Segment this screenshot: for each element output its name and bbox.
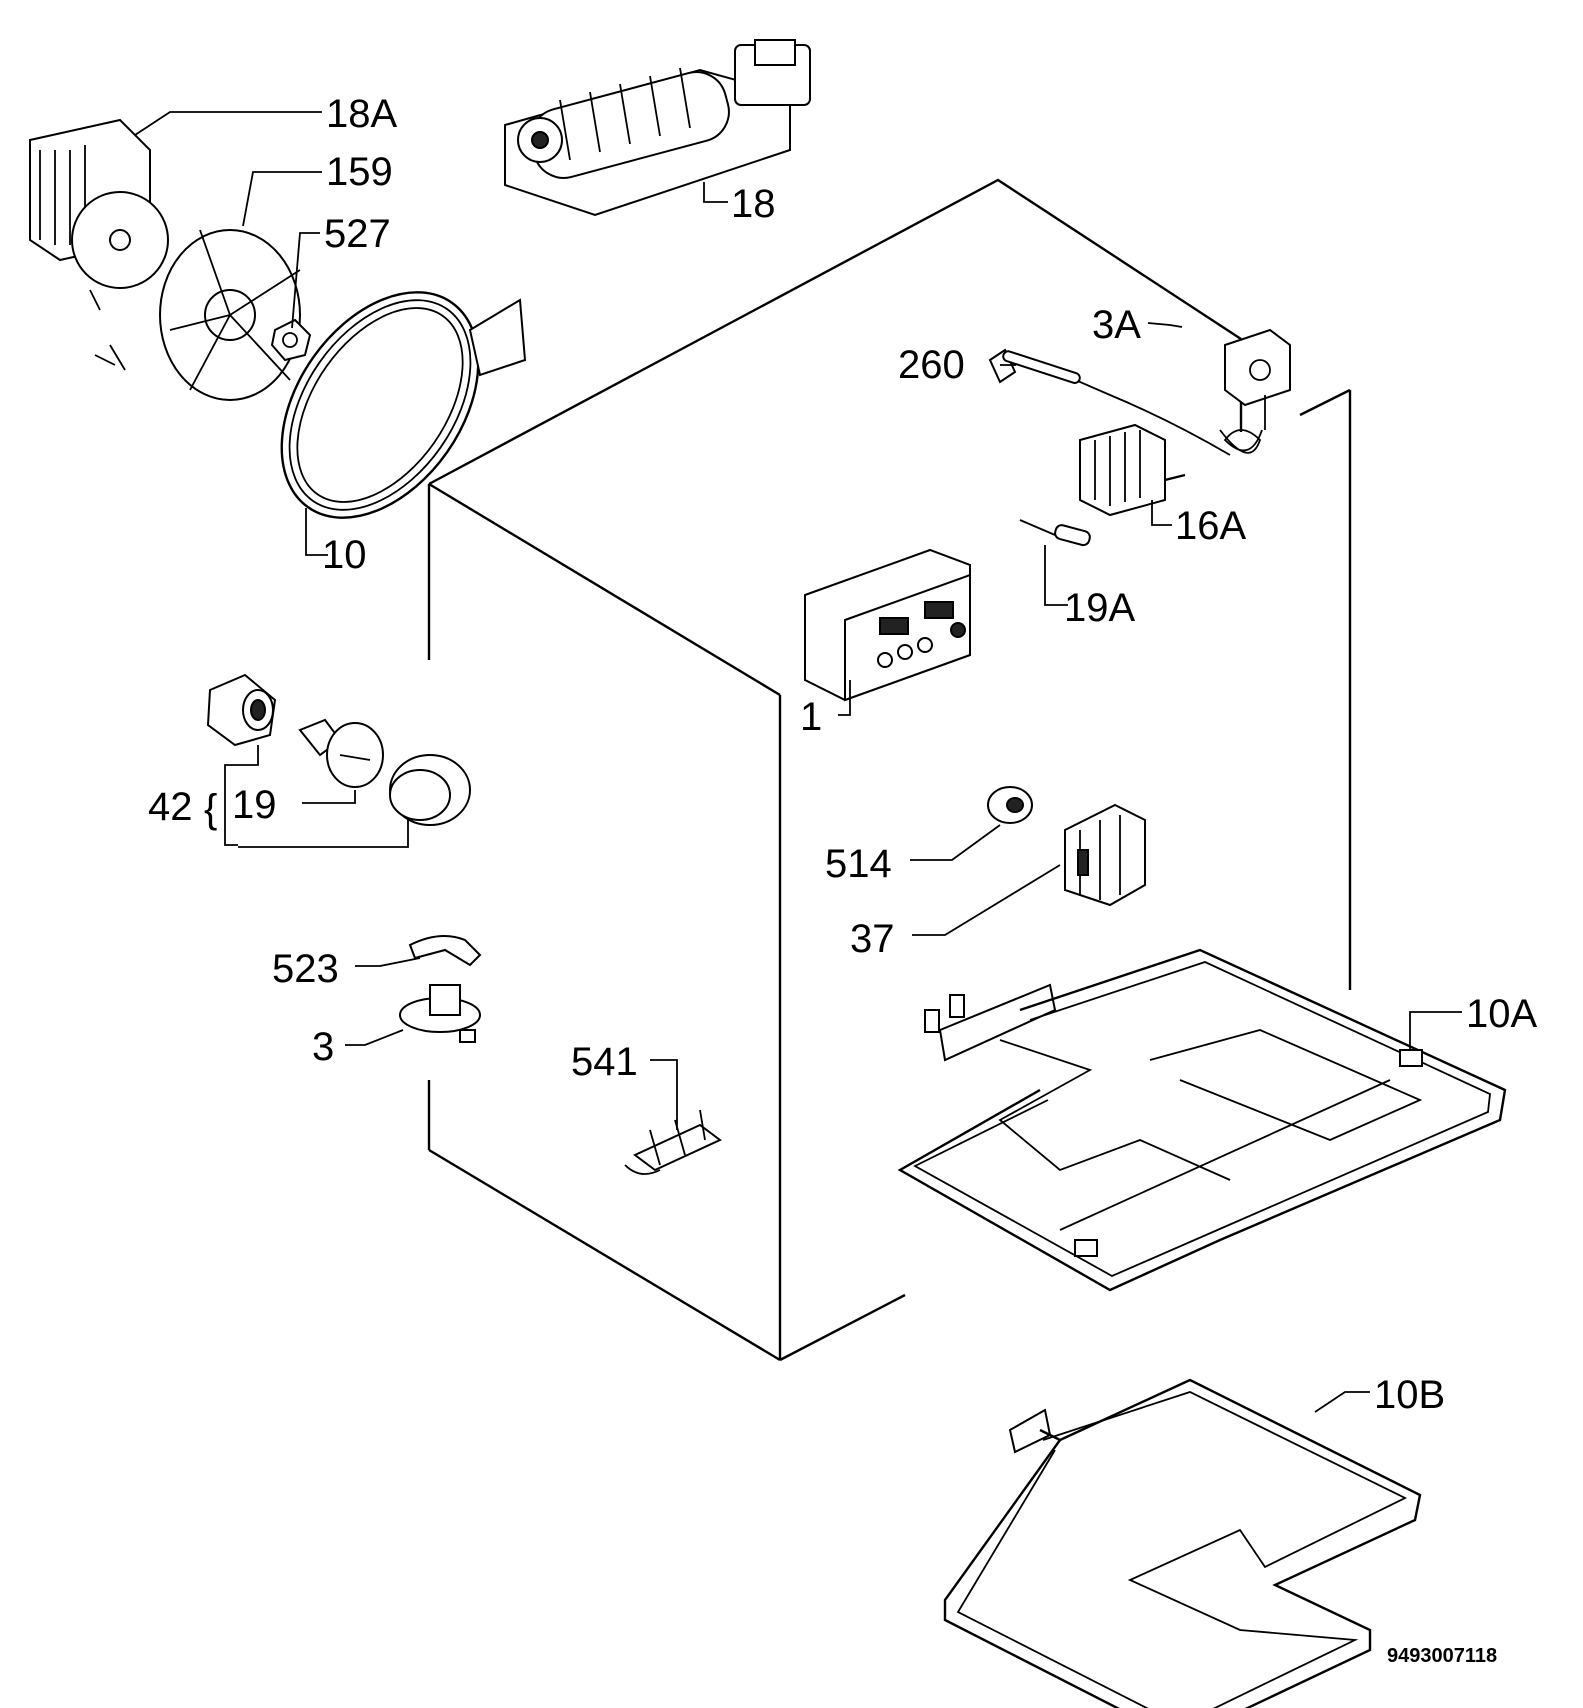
- callout-19A: 19A: [1064, 586, 1135, 630]
- callout-159: 159: [326, 150, 393, 194]
- circular-heating-element-part: [280, 291, 527, 519]
- grommet-part: [987, 786, 1033, 824]
- callout-16A: 16A: [1175, 504, 1246, 548]
- terminal-block-part: [1064, 803, 1146, 907]
- callout-labels: 18A 159 527 18 3A 260 16A 10 19A 1 42 { …: [148, 92, 1537, 1667]
- sensor-clip-part: [988, 348, 1081, 384]
- callout-260: 260: [898, 343, 965, 387]
- electronic-timer-part: [804, 548, 971, 702]
- drawing-reference-number: 9493007118: [1387, 1645, 1497, 1667]
- callout-10B: 10B: [1374, 1373, 1445, 1417]
- callout-37: 37: [850, 917, 895, 961]
- callout-1: 1: [800, 695, 822, 739]
- callout-3A: 3A: [1092, 303, 1141, 347]
- callout-523: 523: [272, 947, 339, 991]
- thermostat-part: [1017, 328, 1291, 456]
- nut-part: [270, 318, 312, 362]
- callout-18: 18: [731, 182, 776, 226]
- lamp-bulb-part: [298, 718, 384, 788]
- grill-element-part: [897, 948, 1507, 1292]
- fan-blade-part: [159, 229, 301, 401]
- callout-10A: 10A: [1466, 992, 1537, 1036]
- fan-motor-part: [29, 118, 169, 371]
- lamp-holder-part: [206, 673, 277, 747]
- oven-cabinet-outline: [427, 178, 1352, 1362]
- connector-part: [624, 1109, 722, 1175]
- selector-switch-part: [1079, 423, 1186, 517]
- callout-541: 541: [571, 1040, 638, 1084]
- brace-symbol: {: [204, 787, 217, 831]
- lamp-cover-part: [389, 754, 471, 826]
- safety-thermostat-part: [399, 984, 481, 1043]
- callout-19: 19: [232, 783, 277, 827]
- tangential-fan-part: [504, 39, 811, 217]
- callout-3: 3: [312, 1025, 334, 1069]
- callout-514: 514: [825, 842, 892, 886]
- bottom-element-part: [943, 1378, 1422, 1708]
- callout-10: 10: [322, 533, 367, 577]
- clip-part: [408, 935, 482, 967]
- indicator-lamp-part: [1019, 519, 1091, 547]
- callout-527: 527: [324, 212, 391, 256]
- callout-18A: 18A: [326, 92, 397, 136]
- callout-leader-lines: [134, 111, 1462, 1413]
- callout-42: 42: [148, 785, 193, 829]
